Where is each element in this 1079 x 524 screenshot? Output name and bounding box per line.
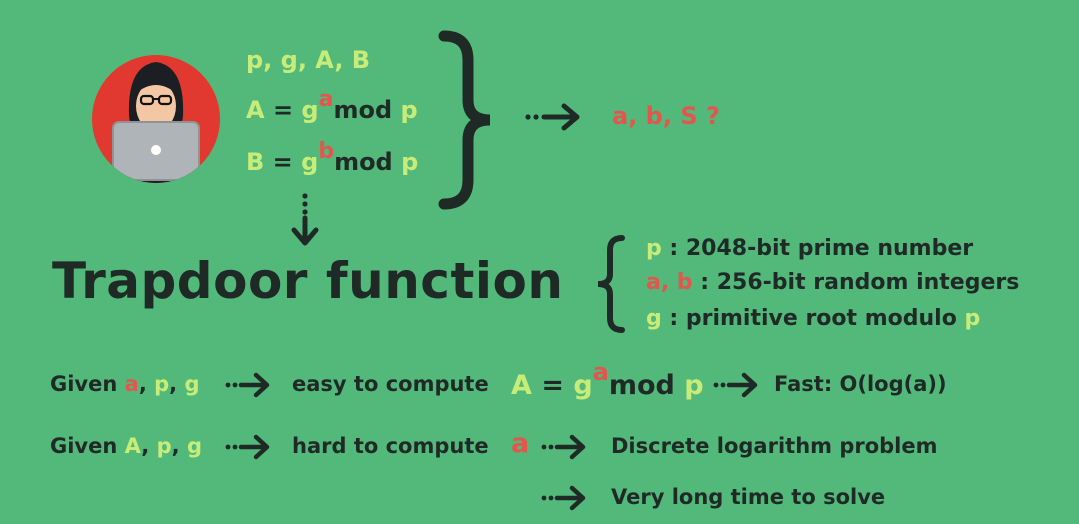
row1-result: Fast: O(log(a)) [774,372,947,396]
unknowns-label: a, b, S ? [612,102,720,130]
row2-action: hard to compute [292,434,489,458]
row1-action: easy to compute [292,372,489,396]
hacker-avatar-icon [91,54,221,184]
down-arrow-icon [290,192,320,250]
row2-target: a [511,428,529,459]
row2-arrow-icon [224,432,272,462]
dotted-arrow-icon [524,102,584,132]
row3-result: Very long time to solve [611,485,885,509]
givens-line: p, g, A, B [246,46,370,74]
row1-arrow-icon [224,370,272,400]
row3-arrow-icon [540,483,588,513]
left-brace-icon [590,234,630,334]
right-brace-icon [438,30,508,210]
definition-p: p : 2048-bit prime number [646,236,973,261]
row2-result-arrow-icon [540,432,588,462]
row1-given: Given a, p, g [50,372,200,396]
equation-B: B = gbmod p [246,148,418,176]
row2-result: Discrete logarithm problem [611,434,938,458]
definition-ab: a, b : 256-bit random integers [646,270,1019,295]
row1-result-arrow-icon [712,370,760,400]
definition-g: g : primitive root modulo p [646,306,980,331]
equation-A: A = gamod p [246,96,418,124]
row2-given: Given A, p, g [50,434,202,458]
page-title: Trapdoor function [52,252,563,310]
row1-equation: A = gamod p [511,370,704,401]
